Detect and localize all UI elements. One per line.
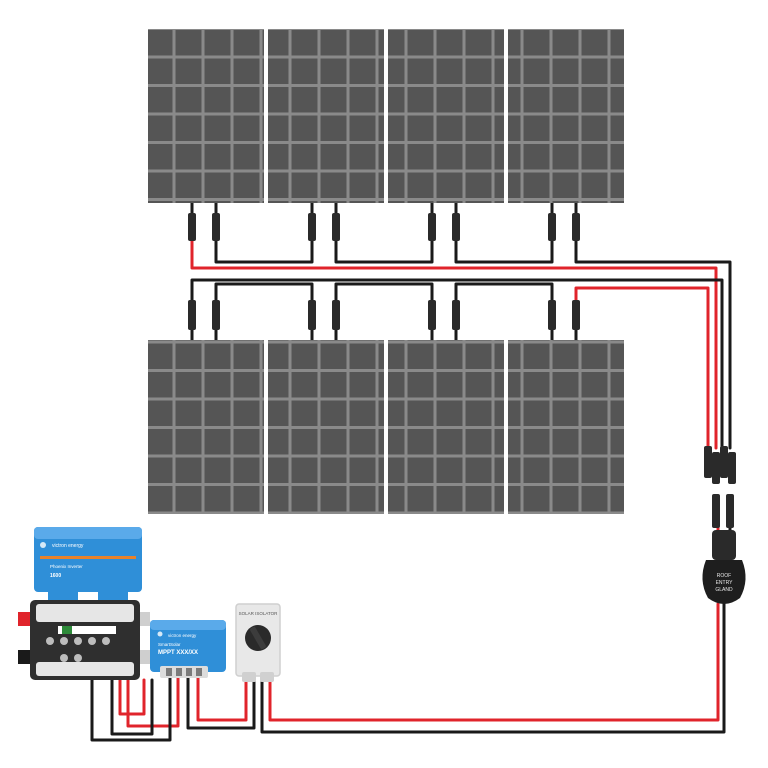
panel-array-top — [148, 29, 624, 203]
wire-iso-mppt-pos — [196, 674, 248, 722]
solar-panel — [508, 340, 624, 514]
solar-panel — [148, 29, 264, 203]
wire-bot-link-1 — [214, 282, 314, 302]
solar-panel — [388, 29, 504, 203]
solar-panel — [268, 340, 384, 514]
mc4-branch-connector — [704, 446, 712, 478]
wire-top-neg-home — [574, 238, 732, 450]
mppt-name: SmartSolar — [158, 642, 181, 647]
wire-iso-mppt-neg — [186, 674, 256, 730]
mc4-connector — [332, 300, 340, 330]
mc4-connector — [188, 213, 196, 241]
mc4-connector — [572, 300, 580, 330]
inverter-model: Phoenix Inverter — [50, 564, 83, 569]
mc4-connector — [212, 300, 220, 330]
wire-bot-link-2 — [334, 282, 434, 302]
wire-top-link-1 — [214, 238, 314, 264]
gland-label-line2: ENTRY — [716, 580, 734, 586]
mc4-branch-connector — [728, 452, 736, 484]
mppt-model: MPPT XXX/XX — [158, 650, 198, 656]
mc4-connector — [548, 300, 556, 330]
panel-leads-top — [190, 203, 578, 215]
mc4-connector — [572, 213, 580, 241]
gland-label-line3: GLAND — [715, 587, 733, 593]
isolator-label: SOLAR ISOLATOR — [239, 611, 279, 616]
roof-entry-gland: ROOF ENTRY GLAND — [702, 530, 746, 604]
mc4-connector — [428, 300, 436, 330]
inverter-brand: victron energy — [52, 543, 84, 549]
mc4-connector — [188, 300, 196, 330]
gland-label-line1: ROOF — [717, 573, 731, 579]
inverter-rating: 1600 — [50, 573, 61, 579]
wire-mppt-bus-neg — [90, 658, 172, 742]
mc4-connector — [308, 300, 316, 330]
wire-run-neg — [260, 602, 726, 734]
wire-mppt-bus-pos-2 — [118, 650, 146, 716]
wire-top-link-2 — [334, 238, 434, 264]
solar-panel — [268, 29, 384, 203]
mc4-connector — [452, 213, 460, 241]
wire-bot-pos-home — [574, 286, 710, 450]
panel-array-bottom — [148, 340, 624, 514]
mc4-connector — [452, 300, 460, 330]
busbar-distributor — [18, 600, 150, 680]
wire-run-pos — [268, 602, 720, 722]
mc4-connector — [212, 213, 220, 241]
wire-top-pos-home — [190, 238, 718, 450]
wire-bot-neg-home — [190, 278, 724, 450]
mc4-branch-connector — [720, 446, 728, 478]
mc4-branch-connector — [712, 494, 720, 528]
mc4-branch-connector — [726, 494, 734, 528]
mc4-connector — [548, 213, 556, 241]
mppt-brand: victron energy — [168, 633, 197, 638]
solar-panel — [148, 340, 264, 514]
solar-panel — [508, 29, 624, 203]
wire-top-link-3 — [454, 238, 554, 264]
mc4-branch-connector — [712, 452, 720, 484]
mc4-connector — [332, 213, 340, 241]
mc4-connectors-bottom — [188, 300, 580, 330]
wire-mppt-bus-neg-2 — [110, 658, 154, 736]
wire-bot-link-3 — [454, 282, 554, 302]
solar-panel — [388, 340, 504, 514]
mc4-branch-connectors — [704, 446, 736, 528]
mppt-charge-controller: victron energy SmartSolar MPPT XXX/XX — [150, 620, 226, 678]
inverter: victron energy Phoenix Inverter 1600 — [34, 527, 142, 600]
mc4-connector — [308, 213, 316, 241]
panel-leads-bottom — [190, 328, 578, 340]
mc4-connectors-top — [188, 213, 580, 241]
solar-isolator: SOLAR ISOLATOR — [235, 603, 281, 682]
mc4-connector — [428, 213, 436, 241]
